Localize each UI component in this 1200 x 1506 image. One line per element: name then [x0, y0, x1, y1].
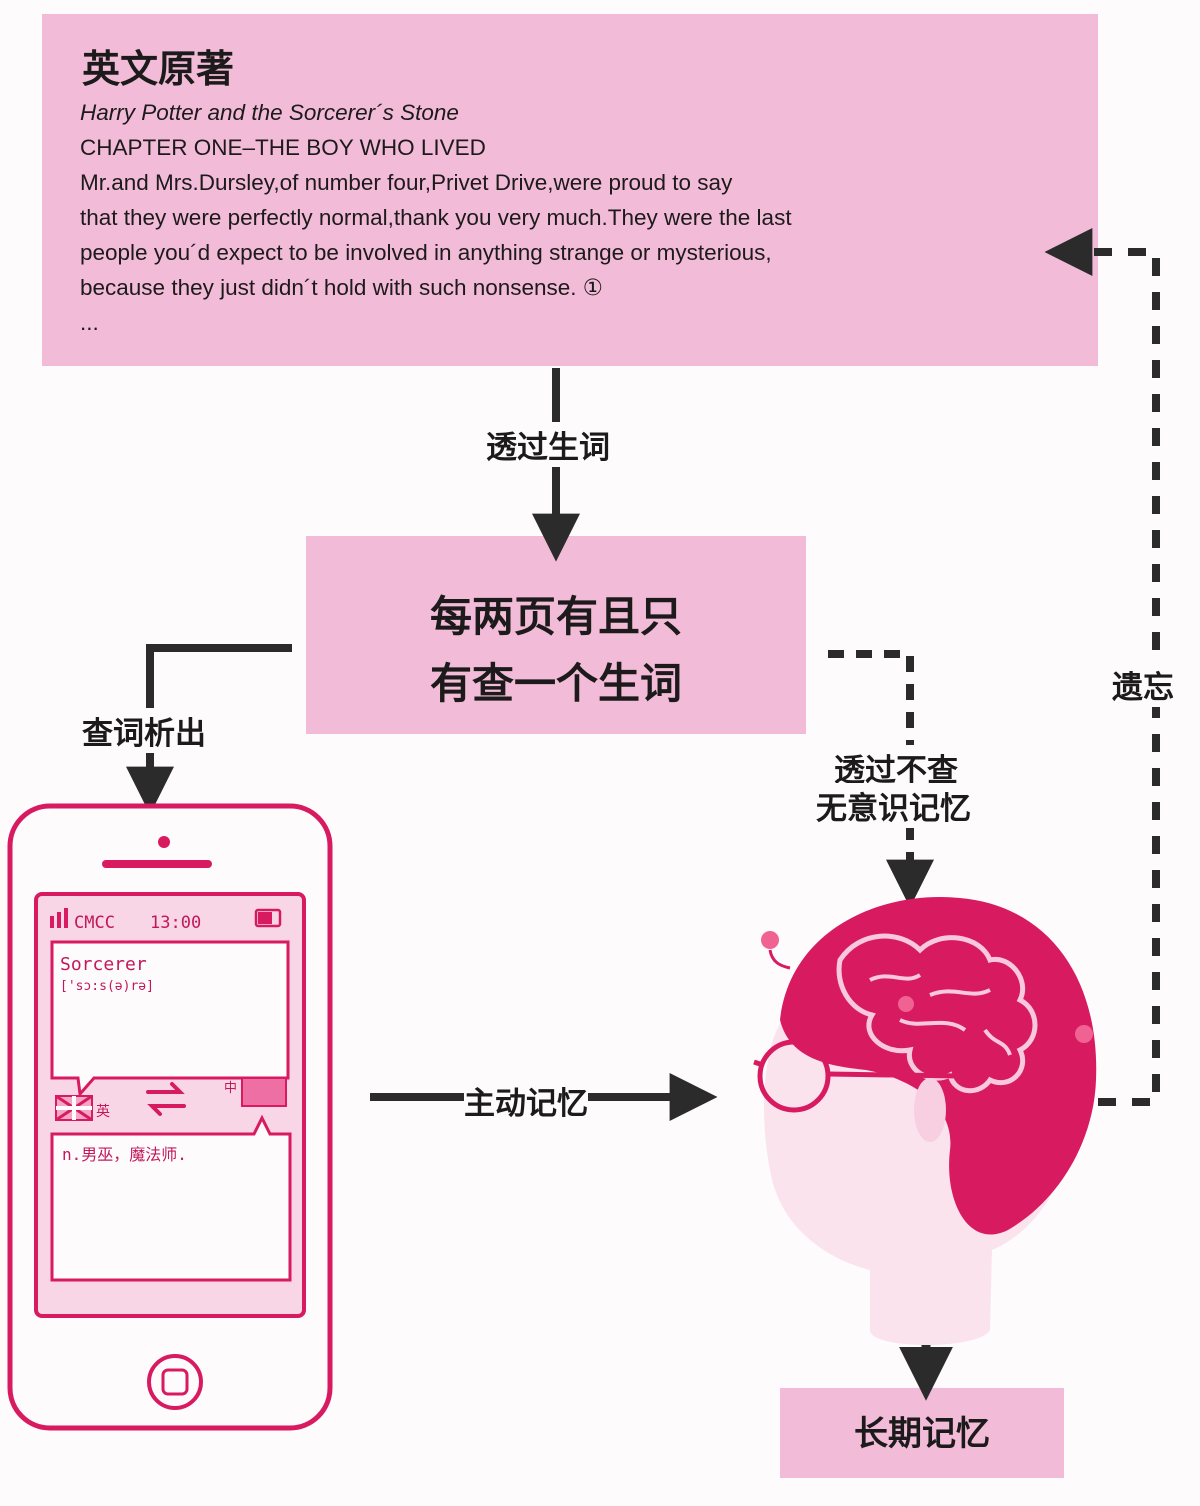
dictionary-phonetic: ['sɔ:s(ə)rə] — [60, 979, 154, 994]
source-text-box — [42, 14, 1098, 366]
dictionary-word: Sorcerer — [60, 954, 147, 975]
rule-box — [306, 536, 806, 734]
long-term-memory-box — [780, 1388, 1064, 1478]
home-button-icon — [147, 1354, 203, 1410]
phone-time: 13:00 — [150, 913, 201, 933]
phone-speaker — [102, 860, 212, 868]
lang-en-label: 英 — [96, 1103, 110, 1120]
label-lookup-output: 查词析出 — [82, 708, 206, 753]
cn-flag-icon — [241, 1077, 287, 1107]
phone-carrier: CMCC — [74, 913, 115, 933]
head-illustration — [753, 897, 1097, 1345]
rule-line-1: 每两页有且只 — [429, 592, 682, 641]
source-title: 英文原著 — [82, 47, 235, 91]
brain-dome — [780, 897, 1097, 1235]
dictionary-translation: n.男巫，魔法师. — [62, 1145, 187, 1164]
swap-icon — [146, 1082, 186, 1116]
uk-flag-icon — [55, 1094, 93, 1122]
source-line: people you´d expect to be involved in an… — [80, 240, 772, 265]
source-line: because they just didn´t hold with such … — [80, 275, 603, 300]
long-term-memory-label: 长期记忆 — [854, 1414, 990, 1454]
phone-camera — [158, 836, 170, 848]
label-via-new-words: 透过生词 — [486, 422, 610, 467]
source-ellipsis: ... — [80, 310, 99, 335]
chapter-title: CHAPTER ONE–THE BOY WHO LIVED — [80, 135, 486, 160]
label-no-lookup-line-2: 无意识记忆 — [816, 783, 971, 828]
book-title: Harry Potter and the Sorcerer´s Stone — [80, 100, 459, 125]
phone-illustration: CMCC 13:00 Sorcerer ['sɔ:s(ə)rə] 英 中 n.男… — [7, 803, 333, 1431]
label-active-memory: 主动记忆 — [464, 1078, 588, 1123]
rule-line-2: 有查一个生词 — [429, 659, 682, 708]
source-line: Mr.and Mrs.Dursley,of number four,Privet… — [80, 170, 733, 195]
lang-zh-label: 中 — [224, 1081, 237, 1096]
label-forget: 遗忘 — [1112, 662, 1174, 707]
source-line: that they were perfectly normal,thank yo… — [80, 205, 792, 230]
